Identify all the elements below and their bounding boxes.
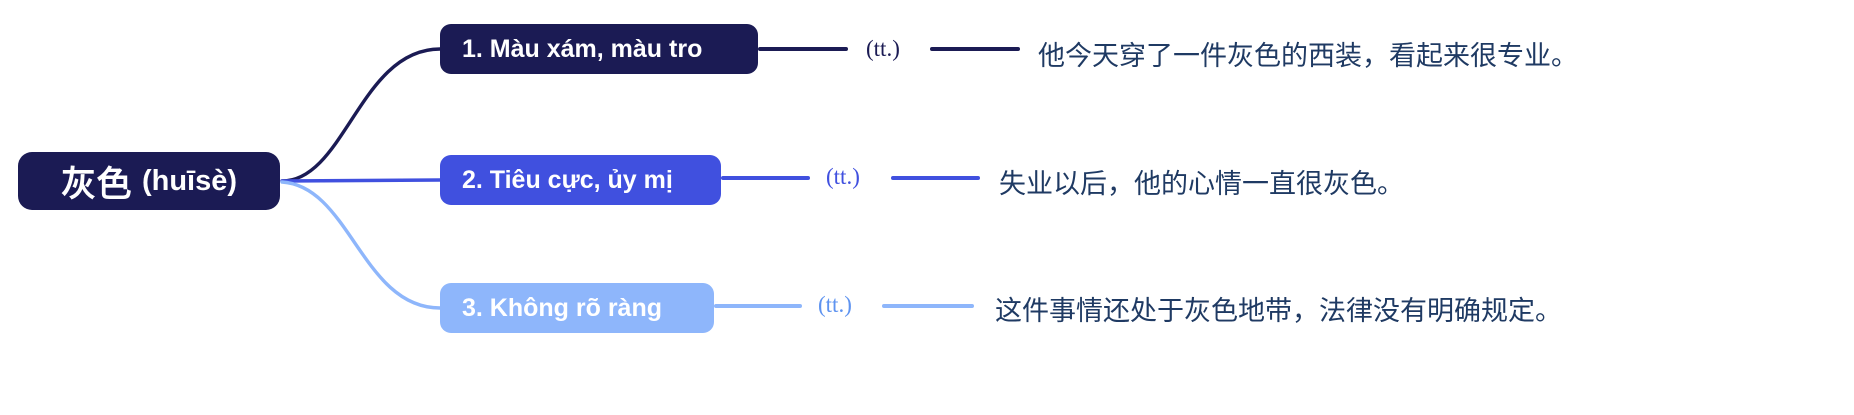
example-sentence-3: 这件事情还处于灰色地带，法律没有明确规定。 — [995, 296, 1562, 327]
branch-label-1: 1. Màu xám, màu tro — [462, 34, 703, 63]
example-sentence-2: 失业以后，他的心情一直很灰色。 — [999, 169, 1404, 200]
root-pinyin: (huīsè) — [141, 164, 238, 197]
branch-node-1[interactable]: 1. Màu xám, màu tro — [440, 24, 758, 74]
branch-label-3: 3. Không rõ ràng — [462, 293, 662, 322]
branch-node-3[interactable]: 3. Không rõ ràng — [440, 283, 714, 333]
branch-label-2: 2. Tiêu cực, ủy mị — [462, 165, 673, 194]
branch-node-2[interactable]: 2. Tiêu cực, ủy mị — [440, 155, 721, 205]
example-sentence-1: 他今天穿了一件灰色的西装，看起来很专业。 — [1038, 41, 1578, 72]
pos-tag-1: (tt.) — [866, 36, 900, 61]
connector-root-to-branch-1 — [280, 47, 442, 183]
pos-tag-2: (tt.) — [826, 164, 860, 189]
root-hanzi: 灰色 — [60, 164, 132, 204]
pos-tag-3: (tt.) — [818, 292, 852, 317]
connector-root-to-branch-2 — [280, 178, 442, 183]
root-node[interactable]: 灰色 (huīsè) — [18, 152, 280, 210]
connector-root-to-branch-3 — [280, 180, 442, 310]
